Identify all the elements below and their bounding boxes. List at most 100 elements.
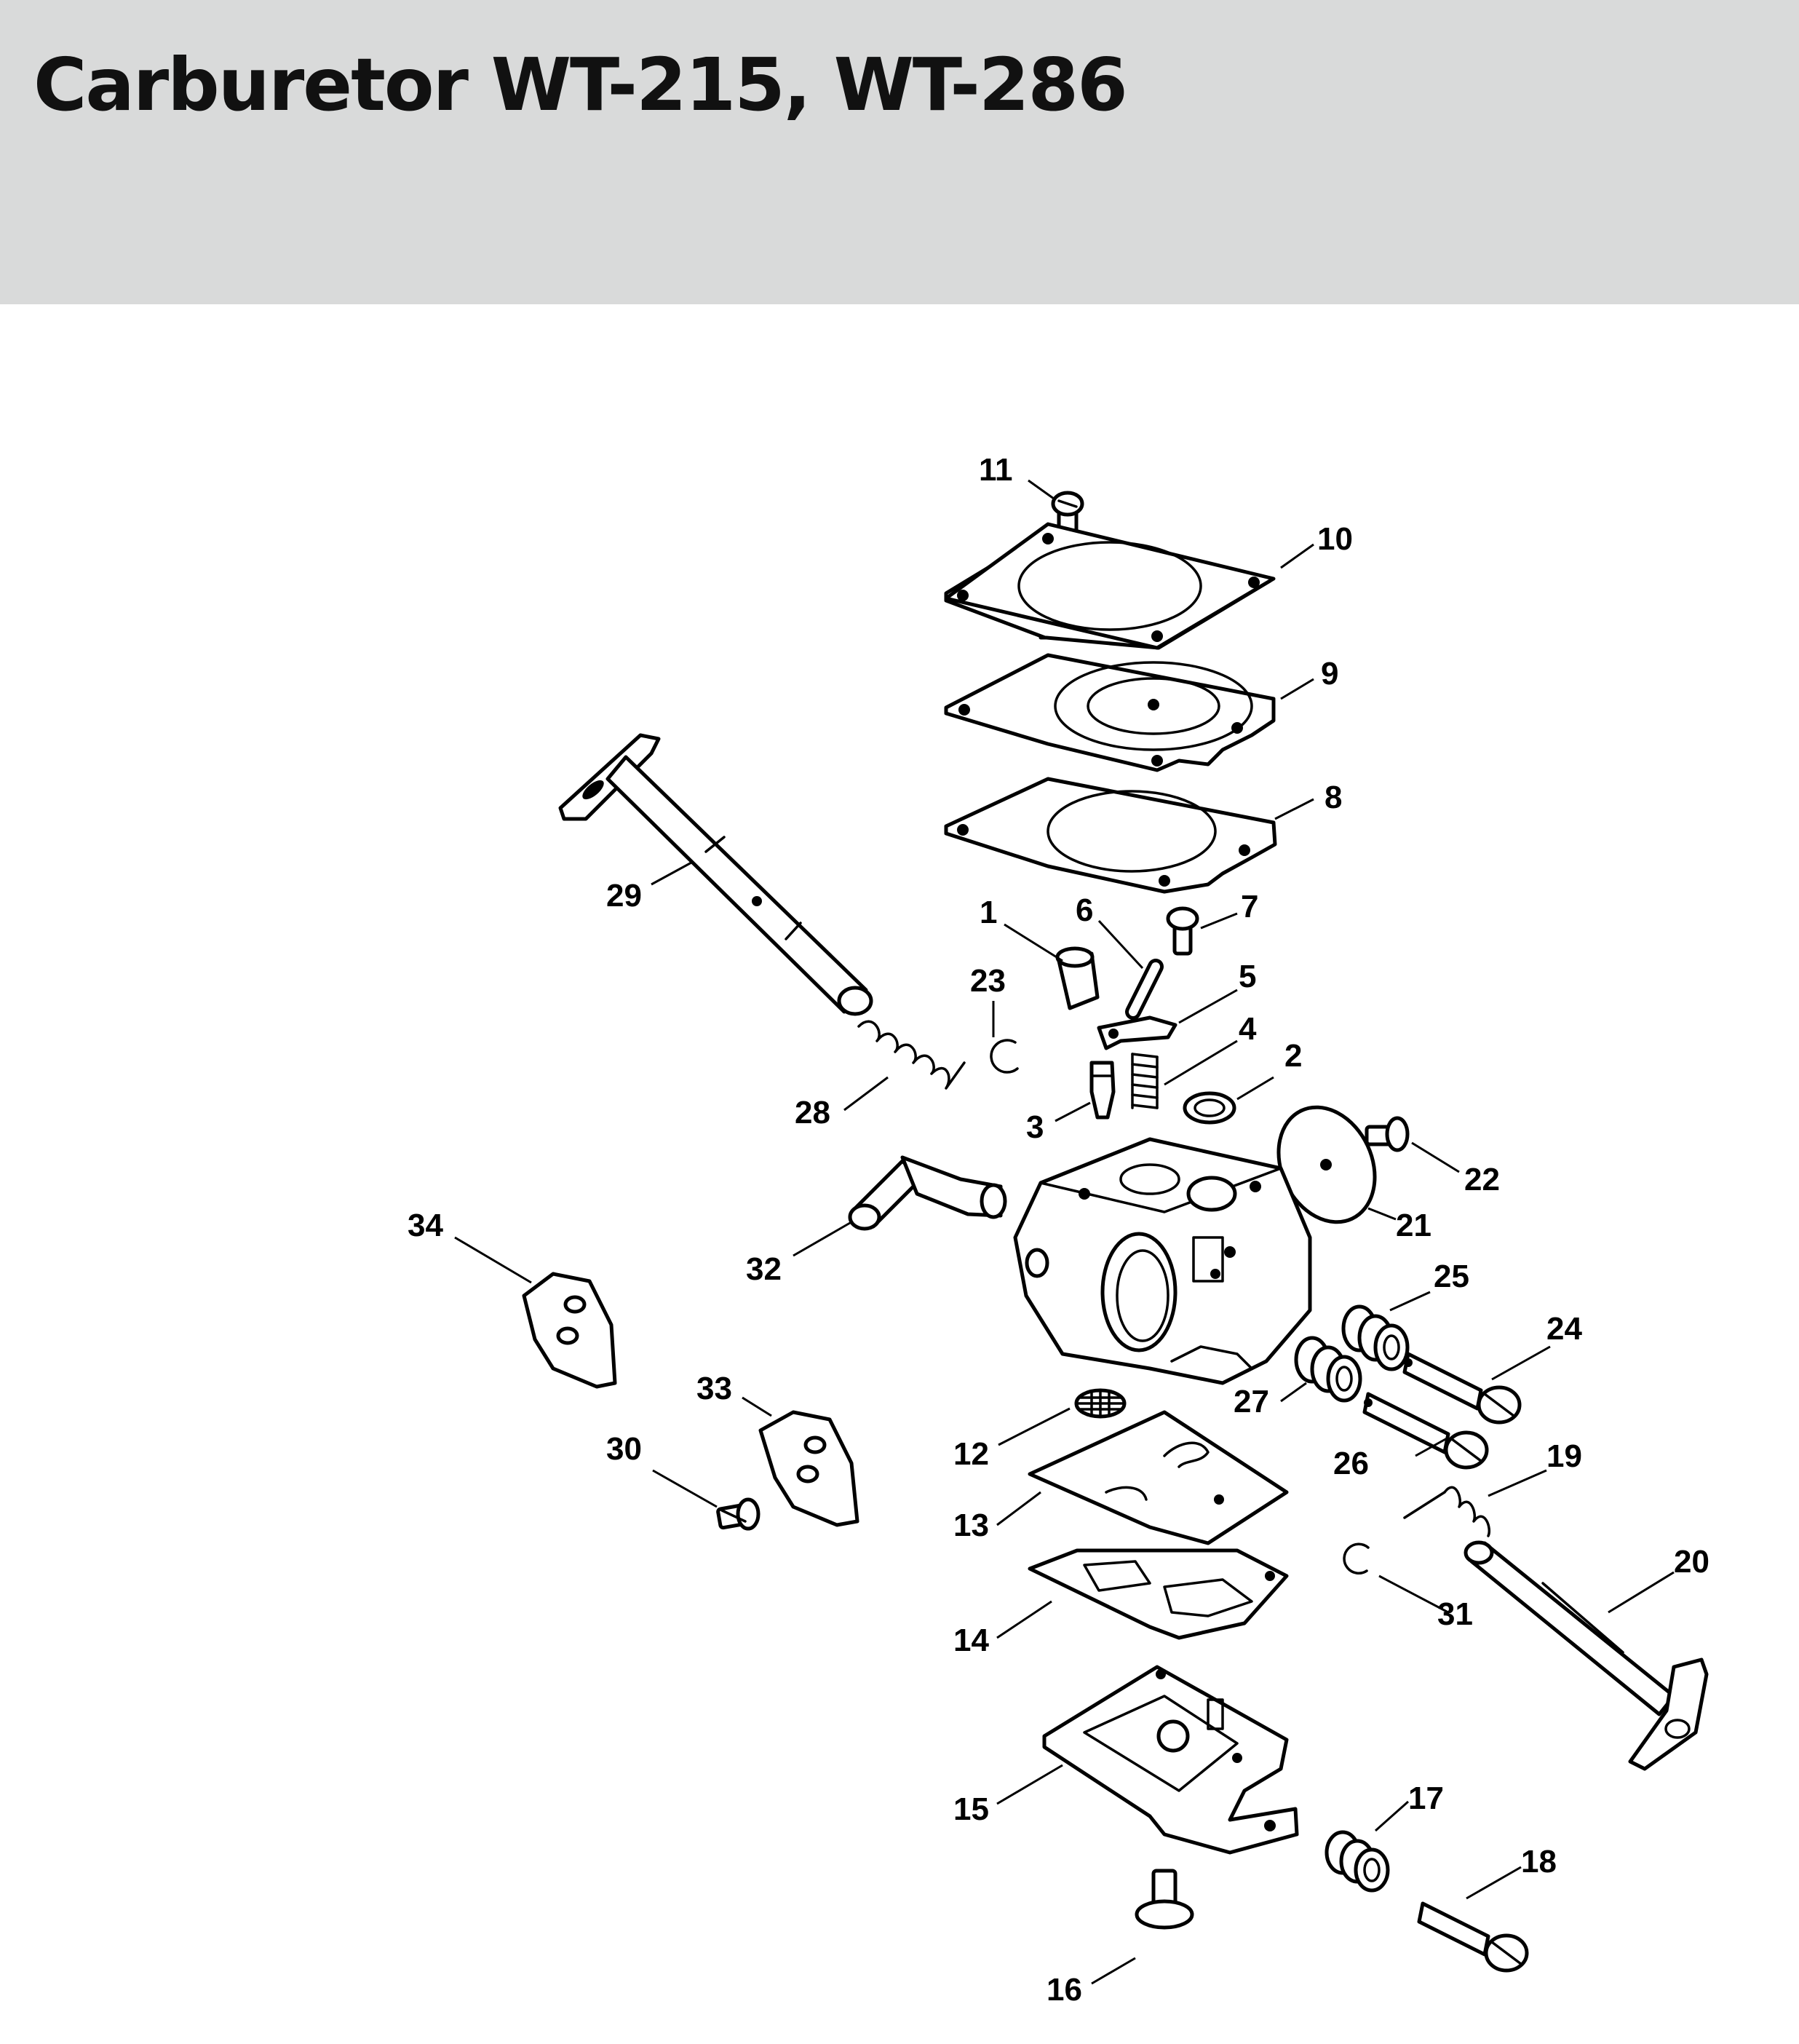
leader-1 (1004, 923, 1063, 962)
part-4-spring-drawing (1131, 1053, 1159, 1109)
label-part-9: 9 (1321, 656, 1338, 692)
part-18-screw-drawing (1417, 1901, 1529, 1973)
part-25-spring-drawing (1341, 1304, 1410, 1371)
leader-18 (1466, 1866, 1522, 1900)
label-part-8: 8 (1325, 780, 1342, 815)
leader-8 (1274, 798, 1314, 820)
leader-22 (1411, 1141, 1460, 1173)
leader-14 (996, 1600, 1052, 1639)
leader-3 (1055, 1101, 1091, 1122)
leader-31 (1378, 1574, 1449, 1614)
part-12-screen-drawing (1074, 1388, 1127, 1419)
part-7-screw-drawing (1166, 906, 1199, 956)
label-part-32: 32 (746, 1251, 782, 1287)
part-20-shaft-drawing (1464, 1540, 1709, 1771)
part-16-screw-drawing (1135, 1869, 1194, 1930)
leader-24 (1491, 1345, 1551, 1381)
part-13-gasket-drawing (1028, 1410, 1289, 1545)
label-part-22: 22 (1464, 1162, 1500, 1197)
part-19-spring-drawing (1403, 1486, 1490, 1537)
part-14-diaphragm-drawing (1028, 1548, 1289, 1640)
label-part-12: 12 (953, 1436, 989, 1472)
part-3-needle-drawing (1089, 1061, 1116, 1120)
leader-4 (1164, 1039, 1238, 1086)
part-1-cap-drawing (1055, 946, 1100, 1010)
part-5-lever-drawing (1097, 1015, 1178, 1050)
label-part-2: 2 (1284, 1038, 1302, 1074)
leader-6 (1097, 919, 1144, 970)
part-22-screw-drawing (1365, 1116, 1410, 1152)
label-part-28: 28 (795, 1095, 830, 1130)
leader-7 (1200, 912, 1238, 930)
carburetor-body-drawing (1013, 1137, 1312, 1385)
page-title: Carburetor WT-215, WT-286 (33, 42, 1128, 127)
part-34-shutter-drawing (522, 1272, 617, 1389)
leader-lines (454, 479, 1675, 1985)
label-part-33: 33 (696, 1371, 732, 1406)
leader-10 (1280, 543, 1314, 569)
part-23-clip-drawing (990, 1039, 1019, 1074)
label-part-13: 13 (953, 1508, 989, 1543)
label-part-5: 5 (1239, 959, 1256, 994)
part-32-fitting-drawing (848, 1155, 1007, 1231)
label-part-34: 34 (408, 1208, 443, 1243)
leader-20 (1608, 1571, 1675, 1614)
leader-17 (1375, 1800, 1409, 1832)
label-part-21: 21 (1396, 1208, 1431, 1243)
leader-25 (1389, 1291, 1431, 1312)
label-part-3: 3 (1026, 1109, 1044, 1145)
leader-11 (1028, 479, 1055, 500)
label-part-4: 4 (1239, 1011, 1257, 1047)
label-part-16: 16 (1047, 1972, 1082, 2008)
part-2-oring-drawing (1183, 1091, 1236, 1125)
leader-28 (843, 1076, 889, 1112)
part-30-screw-drawing (716, 1497, 760, 1531)
part-24-screw-drawing (1402, 1352, 1522, 1425)
label-part-1: 1 (980, 895, 997, 930)
label-part-11: 11 (979, 452, 1013, 488)
label-part-23: 23 (970, 963, 1006, 999)
label-part-7: 7 (1241, 889, 1258, 924)
leader-27 (1280, 1382, 1307, 1403)
label-part-30: 30 (606, 1431, 642, 1467)
leader-30 (652, 1469, 718, 1508)
part-31-clip-drawing (1343, 1542, 1370, 1574)
part-8-gasket-drawing (944, 777, 1277, 894)
leader-32 (793, 1221, 851, 1257)
leader-34 (454, 1236, 532, 1284)
leader-26 (1415, 1436, 1449, 1457)
leader-2 (1236, 1076, 1274, 1101)
part-27-spring-drawing (1294, 1336, 1362, 1403)
part-15-pump-cover-drawing (1042, 1665, 1299, 1855)
label-part-6: 6 (1076, 892, 1093, 928)
leader-19 (1488, 1469, 1547, 1497)
leader-16 (1091, 1957, 1136, 1985)
part-26-screw-drawing (1362, 1392, 1489, 1470)
label-part-27: 27 (1234, 1384, 1269, 1419)
leader-29 (651, 861, 692, 886)
label-part-17: 17 (1408, 1780, 1444, 1816)
label-part-15: 15 (953, 1791, 989, 1827)
label-part-25: 25 (1434, 1259, 1469, 1294)
part-29-shaft-drawing (558, 733, 873, 1016)
label-part-14: 14 (953, 1623, 989, 1658)
label-part-29: 29 (606, 878, 642, 914)
part-10-cover-drawing (944, 522, 1276, 650)
leader-9 (1280, 678, 1314, 700)
label-part-18: 18 (1521, 1844, 1557, 1879)
leader-15 (996, 1764, 1063, 1805)
label-part-20: 20 (1674, 1544, 1709, 1580)
part-33-shutter-drawing (758, 1410, 859, 1527)
part-number-labels: 1 2 3 4 5 6 7 8 9 10 11 12 13 14 15 16 1… (408, 452, 1709, 2008)
part-6-pin-drawing (1125, 959, 1164, 1020)
title-banner: Carburetor WT-215, WT-286 (0, 0, 1799, 304)
part-17-spring-drawing (1325, 1830, 1390, 1893)
leader-21 (1367, 1207, 1397, 1221)
label-part-26: 26 (1333, 1446, 1369, 1481)
leader-13 (996, 1491, 1041, 1526)
label-part-10: 10 (1317, 521, 1353, 557)
leader-12 (998, 1407, 1071, 1446)
leader-33 (742, 1396, 772, 1417)
label-part-19: 19 (1546, 1438, 1582, 1474)
